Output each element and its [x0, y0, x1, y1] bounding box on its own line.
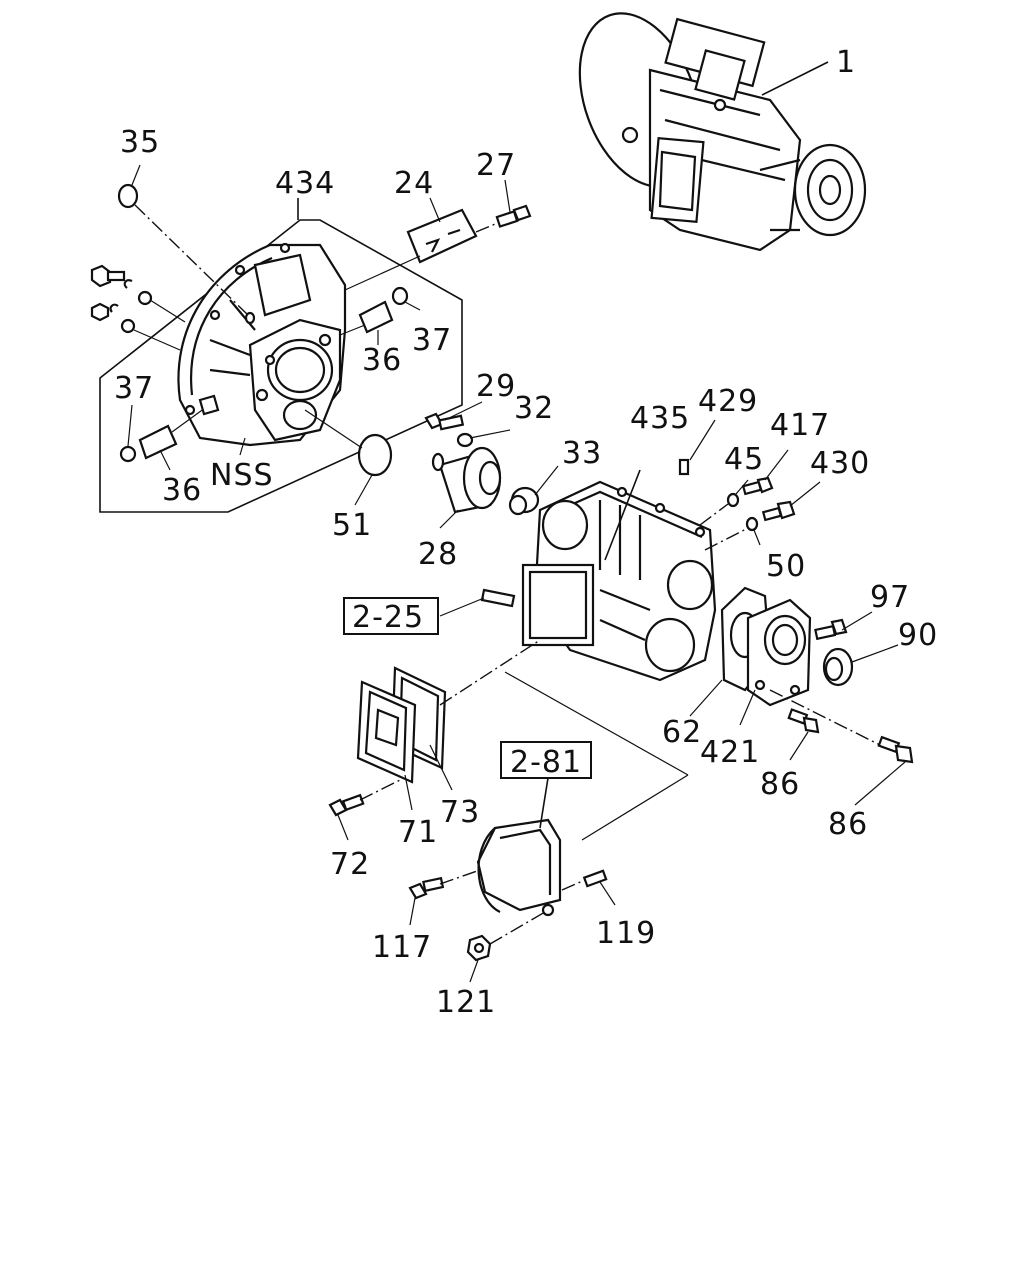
flywheel-housing [177, 242, 347, 447]
part-86-bolt-a [787, 708, 820, 734]
label-50: 50 [766, 549, 806, 584]
label-37-upper: 37 [412, 323, 452, 358]
label-35: 35 [120, 125, 160, 160]
label-421: 421 [700, 735, 760, 770]
label-71: 71 [398, 815, 438, 850]
transmission-assembly [578, 12, 867, 252]
part-51-cover [304, 409, 393, 477]
part-435-transmission-case [521, 480, 717, 682]
label-434: 434 [275, 166, 335, 201]
part-117-bolt [408, 876, 445, 900]
leader-lines [127, 164, 906, 983]
part-97-bolt [814, 618, 848, 641]
part-72-bolt [328, 793, 365, 817]
part-27-bolt [495, 204, 532, 228]
part-119-bolt [582, 869, 608, 888]
part-86-bolt-b [877, 735, 914, 764]
label-nss: NSS [210, 458, 274, 493]
label-429: 429 [698, 384, 758, 419]
part-36-37-upper [339, 286, 409, 336]
label-28: 28 [418, 537, 458, 572]
part-29-bolt [424, 412, 465, 431]
label-51: 51 [332, 508, 372, 543]
ref-box-2-25 [343, 597, 439, 635]
label-1: 1 [836, 45, 856, 80]
label-32: 32 [514, 391, 554, 426]
label-2-25: 2-25 [352, 600, 424, 635]
label-430: 430 [810, 446, 870, 481]
callout-labels: 1 35 434 24 27 37 36 37 36 NSS 51 29 32 … [114, 45, 938, 1020]
part-50-oring [745, 516, 759, 532]
part-417-plug [741, 476, 774, 496]
label-121: 121 [436, 985, 496, 1020]
label-45: 45 [724, 442, 764, 477]
label-72: 72 [330, 847, 370, 882]
label-36-upper: 36 [362, 343, 402, 378]
label-27: 27 [476, 148, 516, 183]
label-62: 62 [662, 715, 702, 750]
housing-group-outline [99, 219, 463, 513]
part-45-oring [726, 492, 740, 508]
label-33: 33 [562, 436, 602, 471]
part-121-nut [466, 934, 492, 962]
label-86-b: 86 [828, 807, 868, 842]
label-86-a: 86 [760, 767, 800, 802]
label-90: 90 [898, 618, 938, 653]
ref-box-2-81 [500, 741, 592, 779]
part-421-cover [746, 598, 812, 707]
label-119: 119 [596, 916, 656, 951]
label-435: 435 [630, 401, 690, 436]
cover-ref-2-81 [476, 818, 562, 917]
part-24-plate [344, 208, 501, 291]
part-430-bolt [761, 500, 796, 522]
label-2-81: 2-81 [510, 745, 582, 780]
label-117: 117 [372, 930, 432, 965]
label-417: 417 [770, 408, 830, 443]
part-35-plug [117, 183, 256, 325]
part-429-pin [678, 458, 690, 476]
part-36-37-lower [119, 394, 220, 463]
label-29: 29 [476, 369, 516, 404]
label-73: 73 [440, 795, 480, 830]
part-33-seal [508, 486, 540, 516]
label-36-lower: 36 [162, 473, 202, 508]
part-32-washer [456, 432, 474, 448]
part-28-retainer [431, 446, 502, 514]
label-97: 97 [870, 580, 910, 615]
part-90-seal [822, 647, 854, 687]
shaft-ref-2-25 [439, 588, 516, 617]
label-24: 24 [394, 166, 434, 201]
bolts-washers-left [90, 264, 186, 351]
part-71-cover [356, 680, 417, 784]
label-37-lower: 37 [114, 371, 154, 406]
